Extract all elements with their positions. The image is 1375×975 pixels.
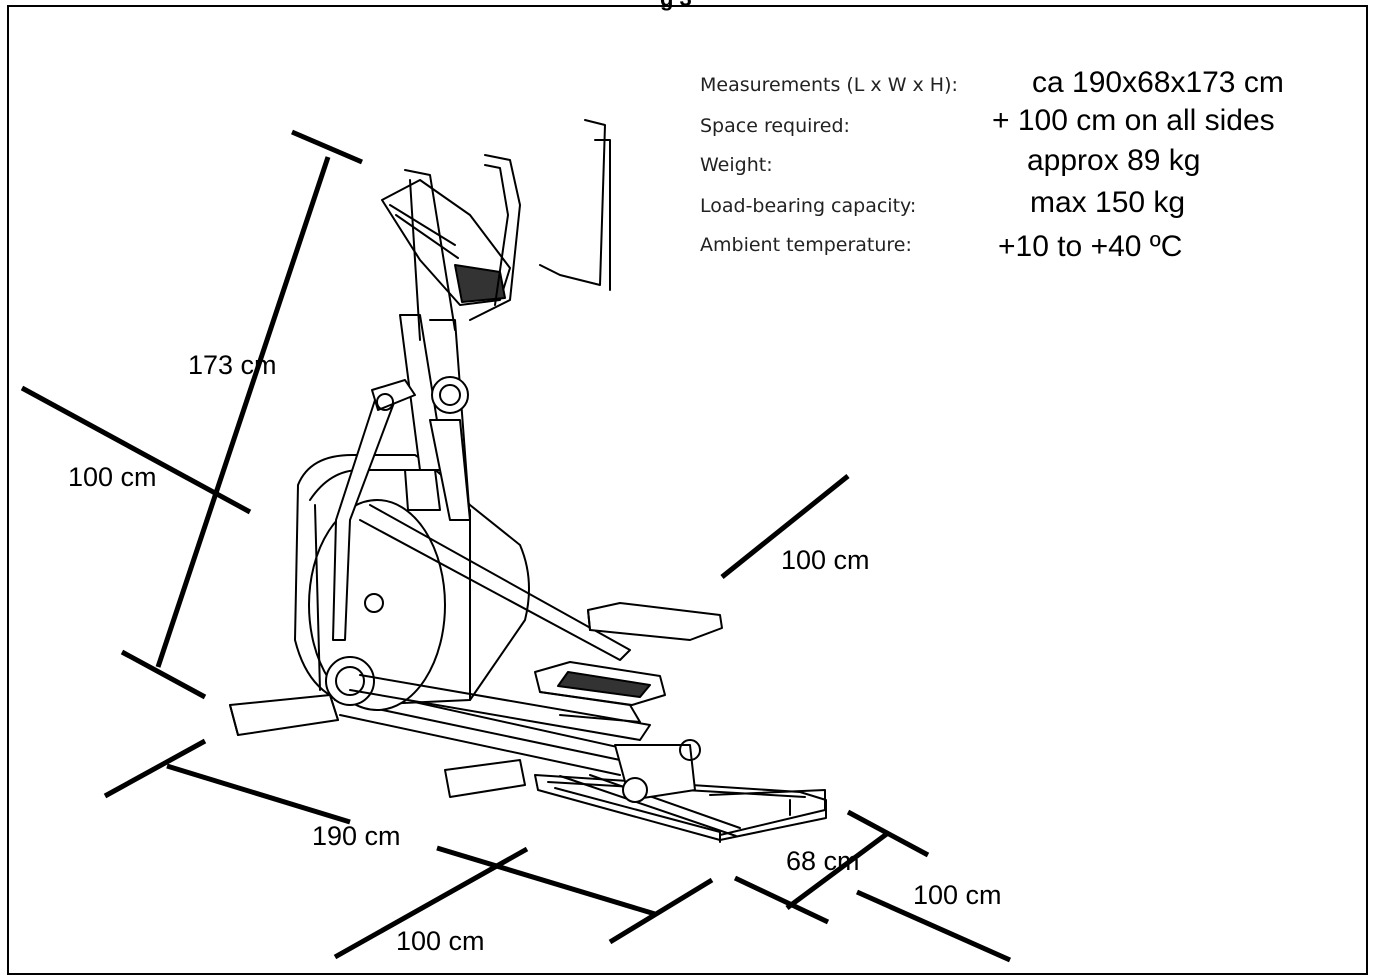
dimension-clearance-right-label: 100 cm: [781, 545, 870, 575]
figure-label: g 3: [660, 0, 692, 12]
spec-value-load: max 150 kg: [1030, 186, 1186, 219]
spec-label-space: Space required:: [700, 115, 850, 137]
spec-value-weight: approx 89 kg: [1027, 144, 1201, 177]
dimension-length-label: 190 cm: [312, 821, 401, 851]
machine-outline: [229, 119, 827, 843]
dimension-height-label: 173 cm: [188, 350, 277, 380]
dimension-clearance-left-label: 100 cm: [68, 462, 157, 492]
spec-label-temperature: Ambient temperature:: [700, 234, 912, 256]
spec-value-space: + 100 cm on all sides: [992, 104, 1275, 137]
spec-label-load: Load-bearing capacity:: [700, 195, 917, 217]
spec-value-temperature: +10 to +40 ºC: [998, 230, 1183, 263]
spec-value-measurements: ca 190x68x173 cm: [1032, 66, 1284, 99]
spec-label-weight: Weight:: [700, 154, 773, 176]
dimension-clearance-front-label: 100 cm: [913, 880, 1002, 910]
dimension-clearance-bottom-label: 100 cm: [396, 926, 485, 956]
spec-label-measurements: Measurements (L x W x H):: [700, 74, 958, 96]
dimension-lines: [20, 129, 1012, 963]
dimension-width-label: 68 cm: [786, 846, 860, 876]
